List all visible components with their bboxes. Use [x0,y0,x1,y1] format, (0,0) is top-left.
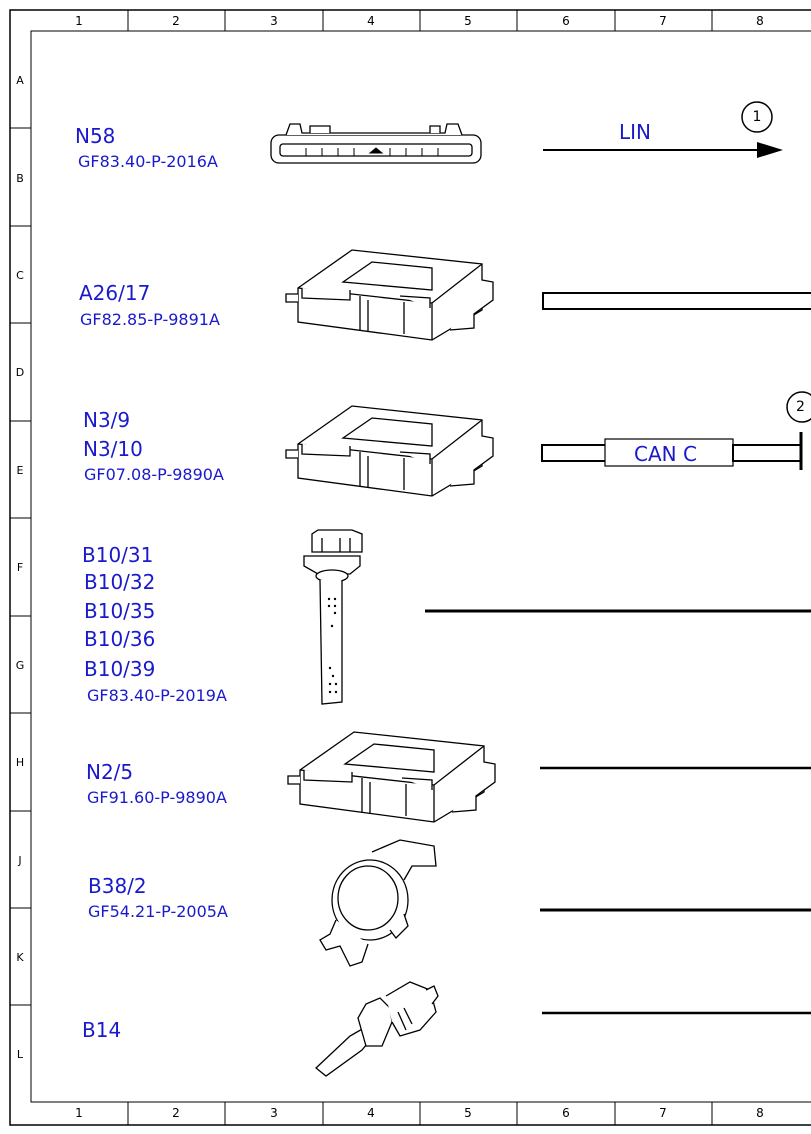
row-letter: A [16,74,24,87]
document-reference[interactable]: GF82.85-P-9891A [80,310,220,329]
row-letter: C [16,269,24,282]
column-number-top: 6 [562,14,570,28]
row-letter: L [16,1048,24,1061]
callout-number: 1 [752,109,762,125]
row-letter: D [15,366,25,379]
column-number-top: 7 [659,14,667,28]
temperature-sensor-icon [315,981,439,1077]
column-number-top: 2 [172,14,180,28]
component-id: B14 [82,1018,122,1042]
column-number-bottom: 7 [659,1106,667,1120]
column-number-bottom: 5 [464,1106,472,1120]
component-id: B10/36 [84,627,156,651]
row-letter: H [15,756,25,769]
lin-label: LIN [619,120,652,144]
document-reference[interactable]: GF83.40-P-2019A [87,686,227,705]
can-c-label: CAN C [634,442,697,466]
column-number-bottom: 4 [367,1106,375,1120]
control-unit-icon [287,731,496,823]
row-letter: B [16,172,24,185]
component-id: N3/9 [83,408,131,432]
lin-line [543,101,783,158]
component-id: A26/17 [79,281,151,305]
component-id: B10/32 [84,570,156,594]
component-id: B10/35 [84,599,156,623]
control-unit-icon [285,405,494,497]
row-letter: J [18,854,22,867]
column-number-bottom: 2 [172,1106,180,1120]
row-letter: K [16,951,24,964]
column-number-top: 4 [367,14,375,28]
column-number-top: 5 [464,14,472,28]
connector-icon [270,123,482,164]
document-reference[interactable]: GF83.40-P-2016A [78,152,218,171]
column-number-bottom: 1 [75,1106,83,1120]
row-letter: E [16,464,24,477]
column-number-bottom: 8 [756,1106,764,1120]
row-letter: F [16,561,24,574]
component-id: B10/39 [84,657,156,681]
column-number-top: 8 [756,14,764,28]
bus-line-2 [542,292,811,310]
rain-light-sensor-icon [319,839,437,967]
component-id: N2/5 [86,760,134,784]
document-reference[interactable]: GF54.21-P-2005A [88,902,228,921]
component-id: N3/10 [83,437,143,461]
column-number-top: 1 [75,14,83,28]
component-id: N58 [75,124,116,148]
document-reference[interactable]: GF91.60-P-9890A [87,788,227,807]
level-sensor-icon [303,529,363,705]
can-c-line [541,391,811,470]
column-number-bottom: 6 [562,1106,570,1120]
control-unit-icon [285,249,494,341]
component-id: B10/31 [82,543,154,567]
column-number-bottom: 3 [270,1106,278,1120]
row-letter: G [15,659,25,672]
column-number-top: 3 [270,14,278,28]
component-id: B38/2 [88,874,147,898]
document-reference[interactable]: GF07.08-P-9890A [84,465,224,484]
callout-number: 2 [796,400,805,414]
